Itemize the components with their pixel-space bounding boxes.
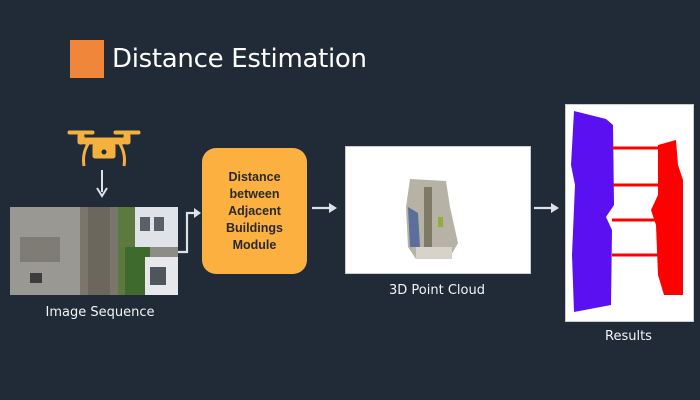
arrow-right-icon [534,203,559,213]
image-sequence-label: Image Sequence [45,305,155,320]
drone-icon [67,130,141,167]
results-label: Results [605,329,652,344]
arrow-down-icon [96,170,108,198]
module-line: Module [232,237,277,252]
red-building [651,140,683,295]
distance-module-box: Distance between Adjacent Buildings Modu… [202,148,307,274]
aerial-image [10,207,178,295]
point-cloud-label: 3D Point Cloud [389,283,485,298]
module-line: between [229,186,280,201]
page-title: Distance Estimation [112,44,367,74]
results-graphic [571,111,683,312]
blue-building [571,111,614,312]
elbow-arrow-icon [178,208,201,254]
module-line: Adjacent [228,203,281,218]
arrow-right-icon [312,203,337,213]
module-line: Distance [228,169,281,184]
module-line: Buildings [226,220,283,235]
point-cloud-graphic [406,179,458,259]
point-cloud-image [345,146,531,274]
results-image [565,104,694,322]
title-accent-square [70,40,104,78]
